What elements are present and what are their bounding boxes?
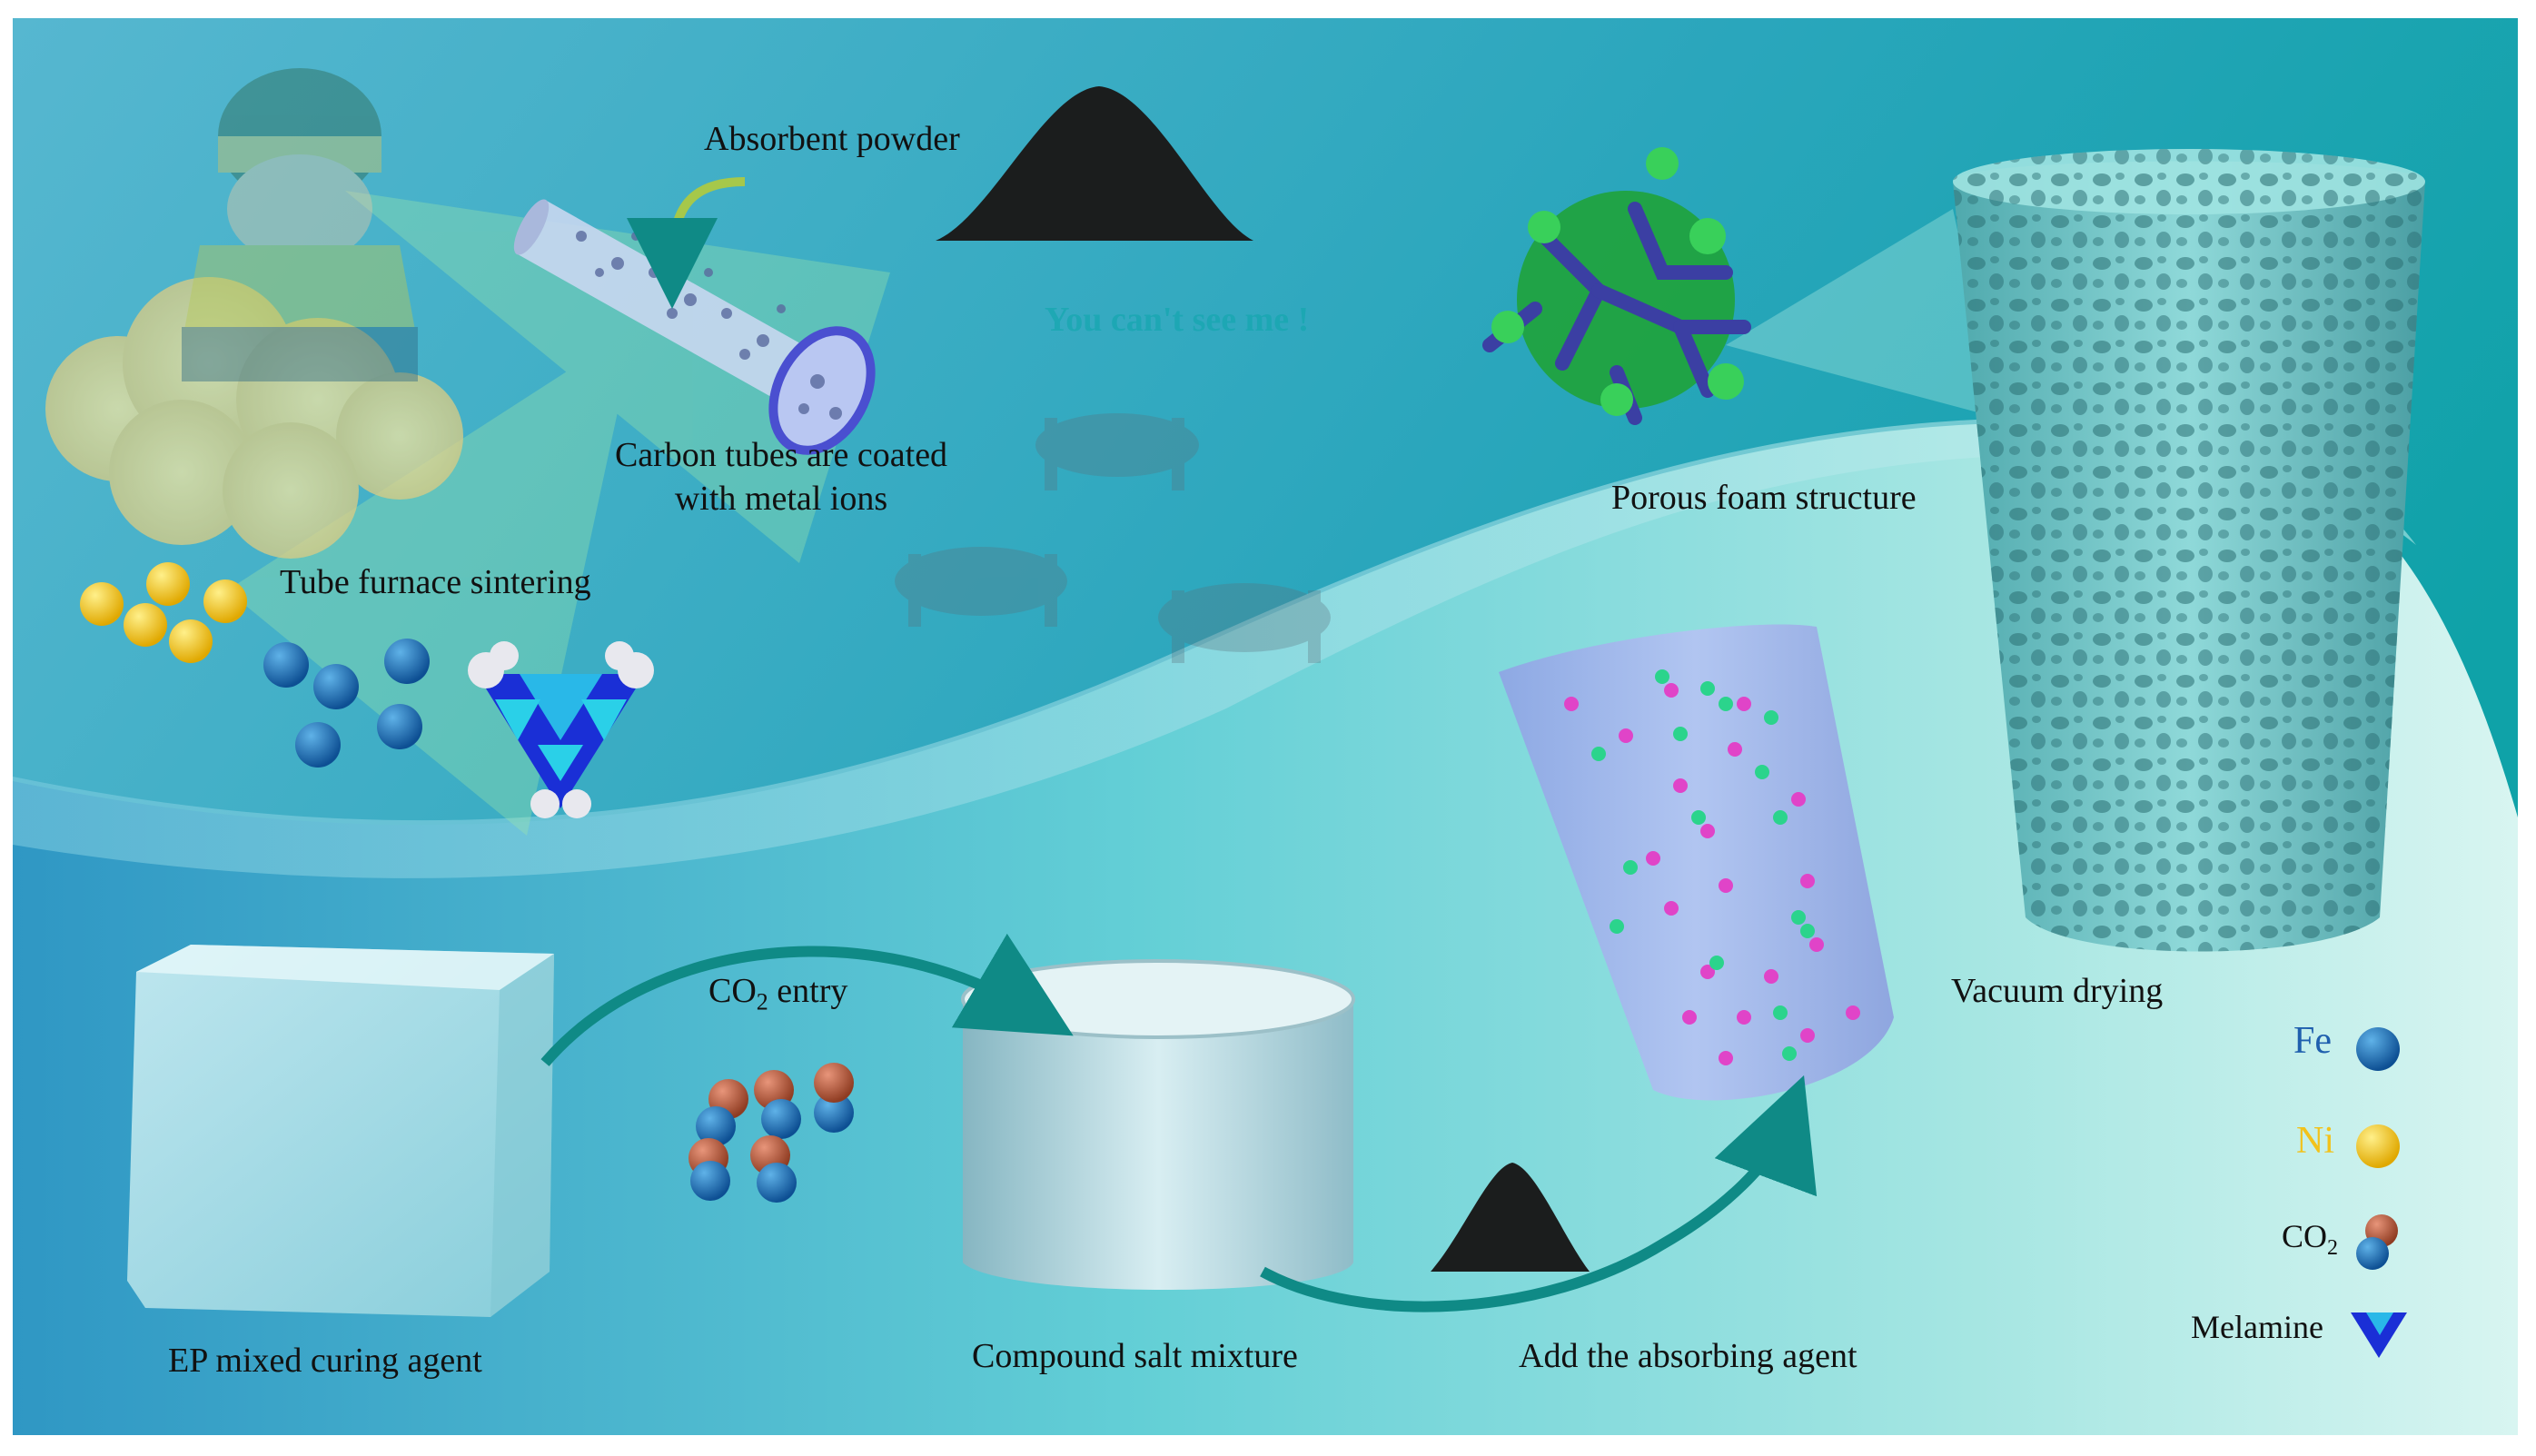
legend-co2-label: CO2 — [2282, 1217, 2338, 1261]
legend-fe-label: Fe — [2293, 1020, 2332, 1062]
label-you-cant-see-me: You can't see me ! — [1045, 301, 1310, 339]
process-arrows — [540, 933, 1818, 1312]
ni-particles — [80, 562, 247, 663]
label-compound-salt: Compound salt mixture — [972, 1337, 1298, 1375]
legend-icons — [2351, 1027, 2407, 1358]
legend-ni-label: Ni — [2296, 1120, 2334, 1162]
co2-legend-icon-blue — [2356, 1237, 2389, 1270]
co2-entry-prefix: CO — [708, 972, 757, 1010]
label-absorbent-powder: Absorbent powder — [704, 120, 960, 158]
label-tube-furnace: Tube furnace sintering — [280, 563, 591, 601]
label-carbon-tubes-line1: Carbon tubes are coated — [614, 436, 948, 474]
ni-legend-icon — [2356, 1124, 2400, 1168]
melamine-legend-icon — [2351, 1312, 2407, 1358]
carbon-tube — [513, 177, 876, 455]
absorbing-agent-pile — [1431, 1163, 1590, 1272]
label-vacuum-drying: Vacuum drying — [1951, 972, 2164, 1010]
ep-cube — [127, 945, 554, 1317]
label-ep-mixed: EP mixed curing agent — [168, 1342, 482, 1380]
label-carbon-tubes-line2: with metal ions — [674, 479, 888, 518]
co2-entry-suffix: entry — [768, 972, 848, 1010]
beaker — [1499, 624, 1894, 1101]
legend-melamine-label: Melamine — [2191, 1309, 2323, 1345]
legend-co2-prefix: CO — [2282, 1218, 2328, 1254]
label-porous-foam: Porous foam structure — [1611, 479, 1917, 517]
porous-network — [1482, 147, 1751, 425]
wave-band — [13, 417, 2416, 878]
co2-entry-sub: 2 — [756, 988, 768, 1015]
label-add-absorbing: Add the absorbing agent — [1519, 1337, 1857, 1375]
fe-legend-icon — [2356, 1027, 2400, 1071]
background-bottom — [13, 421, 2518, 1435]
melamine-molecule — [468, 641, 654, 818]
label-co2-entry: CO2 entry — [708, 970, 847, 1017]
airplanes — [895, 413, 1331, 663]
absorbent-powder-pile — [936, 86, 1253, 241]
label-carbon-tubes: Carbon tubes are coated with metal ions — [599, 434, 963, 520]
foam-cylinder — [1953, 149, 2425, 952]
co2-molecules — [688, 1063, 854, 1203]
legend-co2-sub: 2 — [2327, 1236, 2339, 1261]
fe-particles — [263, 639, 430, 768]
cartoon-character-on-cloud — [45, 68, 463, 559]
